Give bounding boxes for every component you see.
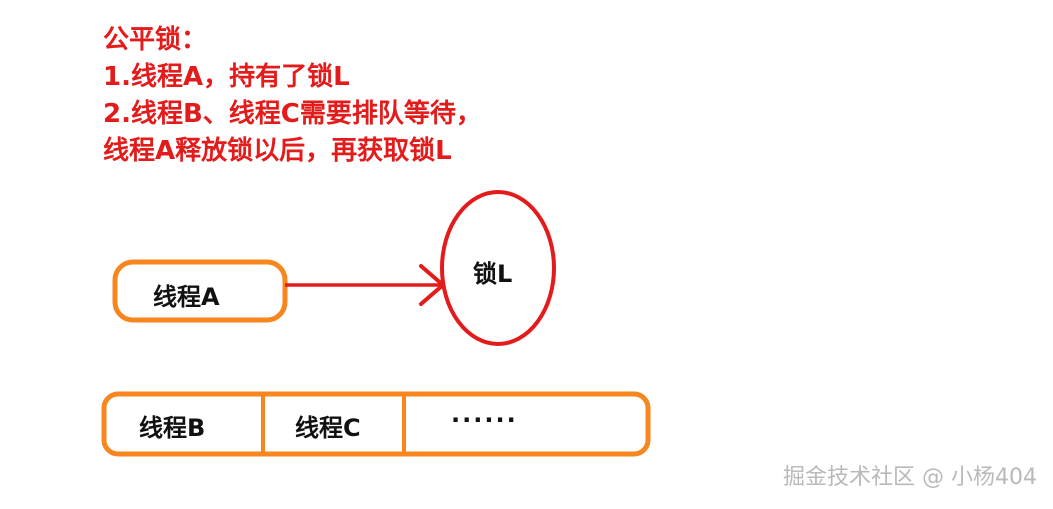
queue-item-thread-c: 线程C	[295, 414, 361, 442]
lock-l-label: 锁L	[473, 260, 513, 288]
heading-line: 公平锁：	[103, 25, 208, 55]
thread-a-box	[112, 259, 288, 323]
description-line-1: 1.线程A，持有了锁L	[103, 62, 350, 92]
queue-item-thread-b: 线程B	[139, 414, 206, 442]
watermark: 掘金技术社区 @ 小杨404	[783, 465, 1037, 490]
queue-box	[101, 391, 651, 457]
description-line-2: 2.线程B、线程C需要排队等待，	[103, 99, 482, 129]
thread-a-label: 线程A	[153, 283, 220, 311]
queue-item-ellipsis: ······	[451, 406, 518, 434]
description-line-3: 线程A释放锁以后，再获取锁L	[103, 136, 452, 166]
description-text: 公平锁： 1.线程A，持有了锁L 2.线程B、线程C需要排队等待， 线程A释放锁…	[103, 22, 482, 170]
lock-l-ellipse	[440, 190, 556, 346]
